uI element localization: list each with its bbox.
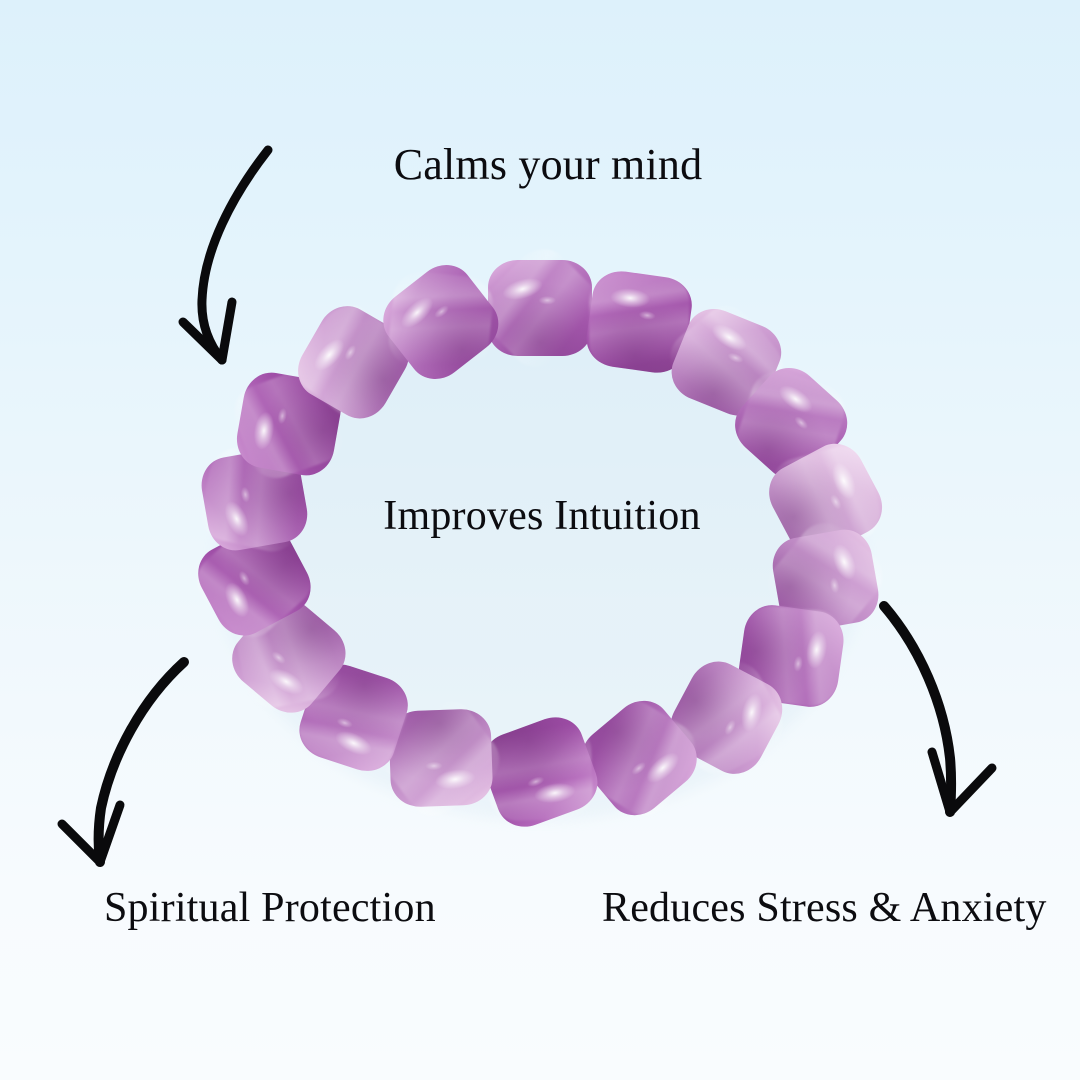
bead-body: [670, 661, 783, 774]
bead-shading: [482, 717, 598, 827]
bead-banding: [583, 700, 696, 816]
bracelet-bead: [482, 717, 598, 827]
bead-shading: [236, 372, 341, 476]
bead-highlight: [806, 630, 828, 669]
bead-highlight: [711, 324, 747, 351]
bead-banding: [670, 305, 783, 419]
benefit-label-improves-intuition: Improves Intuition: [383, 493, 701, 539]
bead-body: [482, 717, 598, 827]
bead-body: [738, 605, 844, 707]
bead-highlight-secondary: [638, 310, 656, 320]
bead-highlight: [224, 582, 250, 618]
bead-highlight-secondary: [277, 407, 287, 425]
bead-banding: [298, 664, 409, 772]
bracelet-bead: [232, 599, 346, 713]
bead-body: [389, 709, 493, 807]
bead-shading: [772, 529, 879, 631]
bead-shading: [488, 260, 592, 356]
bead-highlight: [253, 411, 275, 450]
bead-highlight-secondary: [631, 762, 646, 775]
bead-highlight: [534, 782, 576, 803]
bead-highlight-secondary: [336, 718, 353, 728]
bead-body: [488, 260, 592, 356]
bead-highlight-secondary: [434, 305, 449, 318]
bracelet-bead: [481, 249, 599, 367]
bead-banding: [388, 271, 493, 373]
bead-highlight-secondary: [829, 577, 840, 594]
bead-highlight: [401, 297, 434, 328]
bead-highlight: [268, 668, 304, 695]
bead-body: [299, 664, 408, 771]
bead-body: [232, 599, 346, 713]
benefit-label-reduces-stress-anxiety: Reduces Stress & Anxiety: [602, 885, 1047, 931]
bead-highlight-secondary: [425, 761, 443, 771]
bracelet-bead: [735, 368, 848, 480]
bracelet-bead: [298, 664, 409, 772]
bracelet-bead: [581, 700, 697, 816]
bead-banding: [481, 249, 599, 367]
bracelet-bead: [234, 369, 344, 479]
bead-body: [298, 306, 410, 419]
bracelet-bead: [738, 605, 844, 707]
bead-body: [581, 700, 697, 816]
benefit-label-calms-your-mind: Calms your mind: [393, 140, 703, 189]
bracelet-bead: [670, 305, 783, 419]
bead-shading: [232, 599, 346, 713]
bead-banding: [670, 661, 783, 774]
bead-body: [383, 264, 499, 380]
bead-highlight: [779, 385, 813, 413]
benefit-label-spiritual-protection: Spiritual Protection: [104, 885, 436, 931]
bead-shading: [586, 271, 692, 373]
bead-body: [236, 372, 341, 476]
bead-shading: [389, 709, 493, 807]
bracelet-bead: [670, 661, 783, 774]
bead-body: [586, 271, 692, 373]
bead-banding: [234, 369, 344, 479]
bead-banding: [487, 723, 593, 821]
bead-banding: [739, 606, 843, 706]
bead-highlight-secondary: [527, 776, 545, 787]
bead-highlight: [502, 278, 543, 300]
bead-shading: [383, 264, 499, 380]
bead-highlight: [646, 752, 679, 783]
bracelet-bead: [297, 305, 410, 419]
arrow-bottom-right: [879, 601, 997, 817]
bead-shading: [581, 700, 697, 816]
bead-highlight-secondary: [794, 416, 809, 430]
bead-shading: [670, 661, 783, 774]
bead-banding: [236, 604, 342, 708]
bead-banding: [297, 305, 410, 419]
bead-banding: [589, 273, 690, 370]
bracelet-bead: [383, 264, 499, 380]
bead-highlight: [741, 693, 763, 732]
bead-banding: [737, 371, 845, 477]
bead-highlight: [434, 769, 476, 790]
bead-body: [671, 308, 782, 416]
arrow-bottom-left: [57, 657, 189, 867]
bracelet-bead: [382, 700, 500, 816]
bead-highlight-secondary: [793, 655, 803, 672]
bead-shading: [299, 664, 408, 771]
bead-highlight-secondary: [238, 570, 250, 586]
bracelet-shadow: [216, 296, 864, 820]
bracelet-bead: [586, 271, 692, 373]
bead-highlight-secondary: [344, 344, 356, 361]
bead-highlight: [335, 731, 372, 756]
bead-shading: [735, 368, 848, 480]
bead-body: [772, 529, 879, 631]
bead-highlight-secondary: [724, 719, 736, 736]
bead-highlight-secondary: [271, 651, 286, 664]
bead-shading: [738, 605, 844, 707]
bead-highlight: [314, 338, 345, 371]
bead-highlight: [610, 288, 651, 308]
bead-shading: [671, 308, 782, 416]
bead-banding: [382, 700, 500, 816]
bead-highlight-secondary: [538, 296, 557, 305]
bead-shading: [298, 306, 410, 419]
bead-highlight: [832, 544, 856, 580]
bead-body: [735, 368, 848, 480]
bead-highlight-secondary: [727, 352, 744, 363]
